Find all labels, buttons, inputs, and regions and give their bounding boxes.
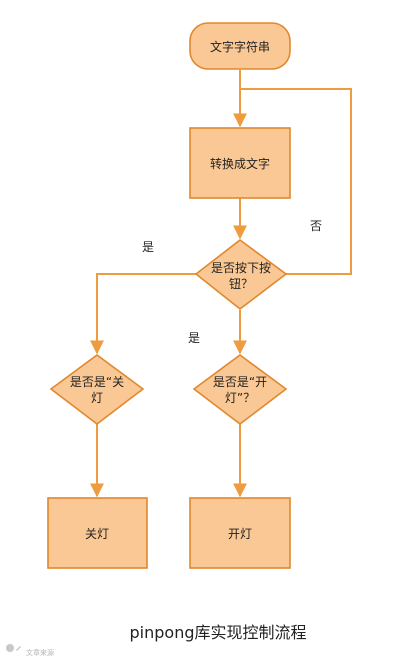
edge-label-yes-down: 是 xyxy=(188,331,200,345)
convert-node xyxy=(189,127,291,199)
button-check-label-line2: 钮？ xyxy=(229,276,253,291)
button-check-node xyxy=(194,238,288,311)
off-check-node xyxy=(49,354,145,426)
on-check-label-line1: 是否是“开 xyxy=(213,375,267,389)
on-check-node xyxy=(192,354,288,426)
light-off-label: 关灯 xyxy=(85,527,109,541)
off-check-label-line2: 灯 xyxy=(91,391,103,405)
off-check-label-line1: 是否是“关 xyxy=(70,375,124,389)
light-on-node xyxy=(189,497,291,569)
start-node-label: 文字字符串 xyxy=(210,39,270,54)
edge-label-yes-left: 是 xyxy=(142,240,154,254)
on-check-label-line2: 灯”？ xyxy=(225,391,255,405)
convert-node-label: 转换成文字 xyxy=(210,156,270,171)
edge-no-loop-back xyxy=(240,88,352,275)
watermark-icon xyxy=(6,644,21,652)
light-on-label: 开灯 xyxy=(228,527,252,541)
diagram-caption: pinpong库实现控制流程 xyxy=(130,623,307,642)
start-node xyxy=(189,22,291,70)
light-off-node xyxy=(47,497,148,569)
edge-label-no: 否 xyxy=(310,219,322,233)
watermark-text: 文章来源 xyxy=(26,648,54,657)
edge-yes-left xyxy=(90,273,196,355)
button-check-label-line1: 是否按下按 xyxy=(211,261,271,275)
watermark: 文章来源 xyxy=(6,644,54,657)
